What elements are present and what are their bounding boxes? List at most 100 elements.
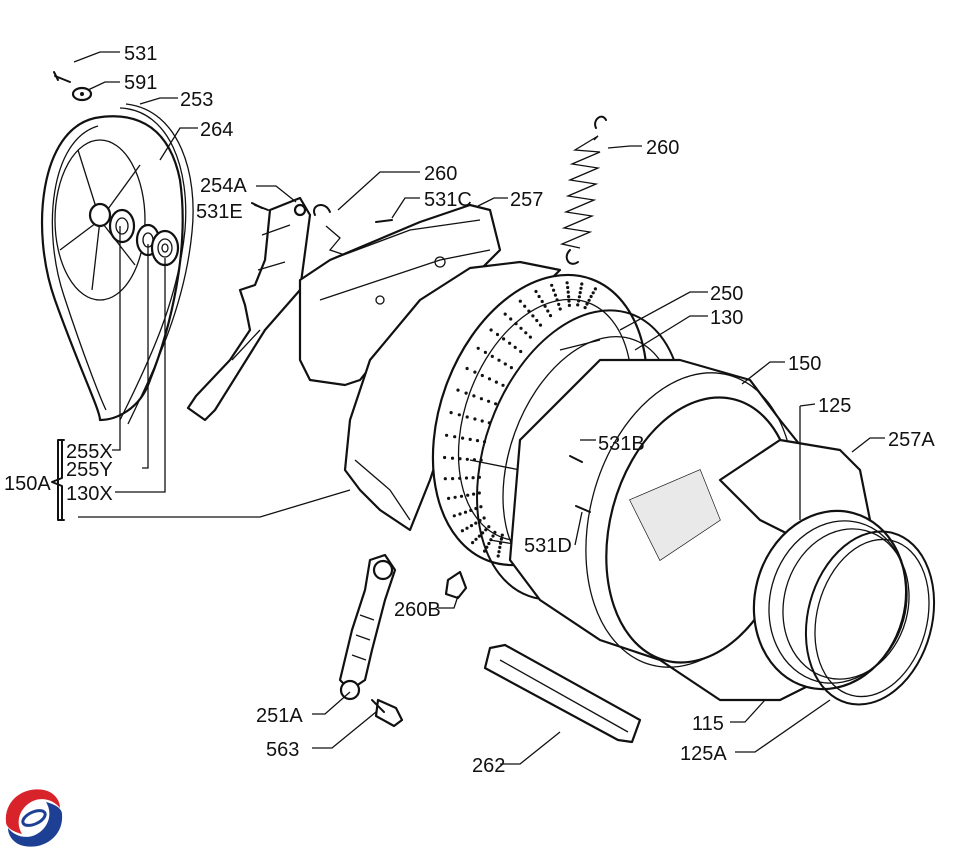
perforation-dot — [497, 358, 501, 362]
perforation-dot — [451, 477, 455, 481]
washer-591 — [71, 86, 93, 102]
perforation-dot — [543, 304, 547, 308]
perforation-dot — [472, 394, 476, 398]
perforation-dot — [465, 526, 469, 530]
screw-531d — [575, 505, 591, 513]
perforation-dot — [457, 413, 461, 417]
perforation-dot — [483, 350, 487, 354]
perforation-dot — [552, 288, 556, 292]
perforation-dot — [445, 433, 449, 437]
perforation-dot — [555, 298, 559, 302]
label-531d: 531D — [524, 535, 572, 557]
label-260b: 260B — [394, 599, 441, 621]
perforation-dot — [474, 521, 478, 525]
label-531: 531 — [124, 43, 157, 65]
label-150a: 150A — [4, 473, 51, 495]
label-255y: 255Y — [66, 459, 113, 481]
label-264: 264 — [200, 119, 233, 141]
perforation-dot — [589, 294, 593, 299]
screw-531e — [251, 202, 263, 209]
perforation-dot — [499, 537, 503, 541]
perforation-dot — [449, 411, 453, 415]
perforation-dot — [495, 332, 500, 337]
perforation-dot — [482, 516, 486, 520]
perforation-dot — [558, 307, 562, 311]
perforation-dot — [578, 291, 582, 295]
label-257a: 257A — [888, 429, 935, 451]
perforation-dot — [593, 287, 598, 291]
perforation-dot — [577, 299, 581, 303]
perforation-dot — [493, 530, 497, 535]
label-255x: 255X — [66, 441, 113, 463]
screw-531c — [375, 219, 393, 223]
perforation-dot — [494, 380, 498, 384]
perforation-dot — [531, 314, 535, 318]
perforation-dot — [494, 402, 498, 406]
perforation-dot — [453, 435, 457, 439]
perforation-dot — [480, 419, 484, 423]
perforation-dot — [500, 533, 504, 537]
perforation-dot — [566, 290, 570, 294]
perforation-dot — [567, 303, 572, 307]
perforation-dot — [447, 496, 451, 500]
perforation-dot — [452, 514, 456, 518]
perforation-dot — [576, 303, 580, 307]
perforation-dot — [502, 337, 506, 341]
bracket-arm — [186, 196, 312, 422]
perforation-dot — [472, 492, 476, 496]
perforation-dot — [466, 493, 470, 497]
label-531e: 531E — [196, 201, 243, 223]
perforation-dot — [513, 345, 517, 349]
perforation-dot — [453, 495, 457, 499]
perforation-dot — [474, 537, 478, 541]
perforation-dot — [497, 550, 501, 554]
brand-logo — [5, 789, 63, 847]
seal-130x — [150, 229, 180, 267]
perforation-dot — [509, 317, 513, 321]
perforation-dot — [443, 477, 447, 481]
part-labels: 531 591 253 264 254A 531E 260 531C 257 2… — [4, 43, 935, 777]
perforation-dot — [498, 545, 502, 550]
belt-264 — [119, 103, 194, 425]
perforation-dot — [489, 328, 493, 332]
perforation-dot — [580, 282, 584, 286]
clip-260b — [444, 570, 468, 600]
perforation-dot — [465, 457, 469, 461]
perforation-dot — [465, 366, 469, 371]
perforation-dot — [476, 346, 480, 350]
perforation-dot — [503, 362, 507, 366]
perforation-dot — [458, 512, 462, 516]
pulley-253 — [41, 115, 184, 422]
perforation-dot — [487, 525, 491, 529]
perforation-dot — [487, 377, 492, 381]
group-bracket-150a — [51, 226, 351, 521]
perforation-dot — [535, 318, 539, 323]
perforation-dot — [480, 373, 484, 378]
label-591: 591 — [124, 72, 157, 94]
perforation-dot — [523, 304, 527, 308]
perforation-dot — [491, 534, 495, 538]
perforation-dot — [479, 505, 483, 509]
perforation-dot — [585, 302, 589, 306]
shock-absorber-251a — [338, 553, 397, 701]
perforation-dot — [487, 541, 491, 546]
bearing-255x — [108, 208, 136, 244]
screw-531 — [53, 71, 71, 83]
perforation-dot — [567, 299, 571, 303]
perforation-dot — [496, 554, 500, 558]
perforation-dot — [509, 366, 513, 370]
label-253: 253 — [180, 89, 213, 111]
perforation-dot — [465, 415, 469, 419]
perforation-dot — [583, 306, 587, 310]
perforation-dot — [443, 455, 447, 460]
perforation-dot — [479, 397, 483, 401]
perforation-dot — [458, 476, 462, 480]
perforation-dot — [461, 436, 465, 440]
perforation-dot — [534, 289, 538, 294]
perforation-dot — [450, 456, 455, 460]
label-125a: 125A — [680, 743, 727, 765]
perforation-dot — [519, 349, 523, 354]
perforation-dot — [518, 299, 522, 303]
label-563: 563 — [266, 739, 299, 761]
perforation-dot — [490, 354, 494, 358]
